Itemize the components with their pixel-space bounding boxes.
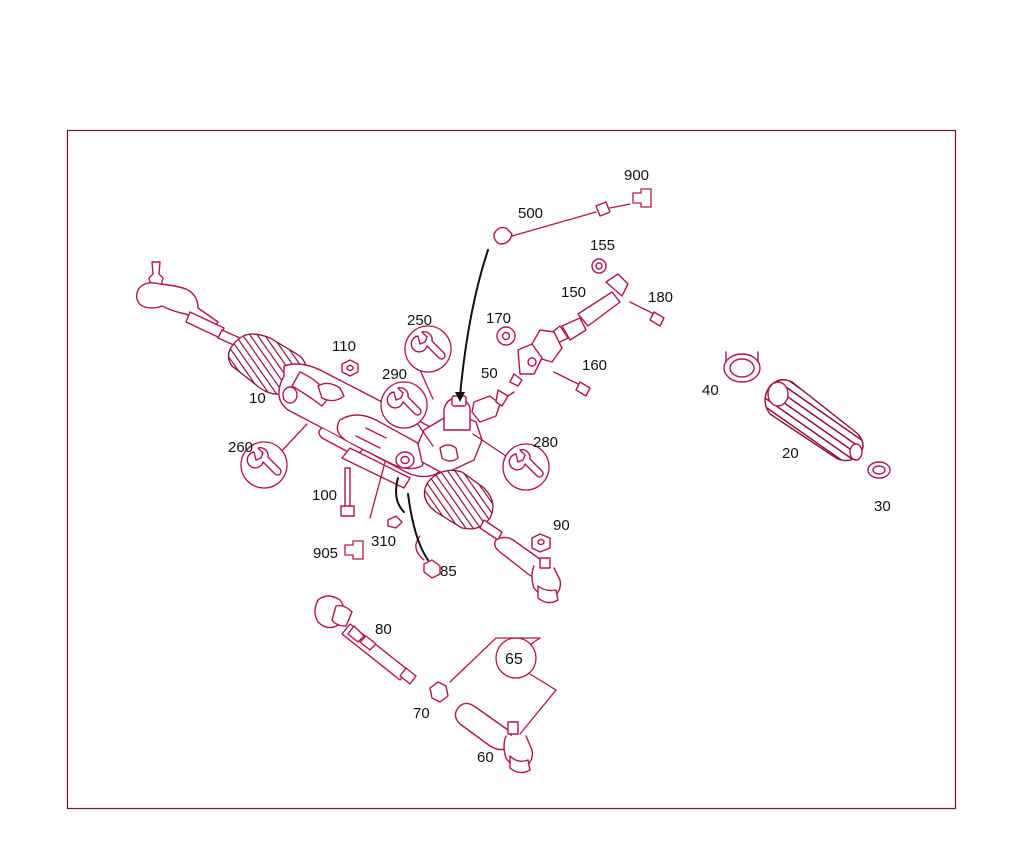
callout-500: 500 (518, 205, 543, 222)
cable-500 (493, 201, 631, 245)
washer-170 (496, 326, 516, 346)
tie-rod-end-60 (454, 702, 534, 774)
marker-symbol-icon (632, 188, 652, 208)
callout-50: 50 (481, 365, 498, 382)
screw-310 (387, 515, 403, 529)
callout-280: 280 (533, 434, 558, 451)
clamp-30 (867, 461, 891, 479)
callout-70: 70 (413, 705, 430, 722)
washer-155 (591, 258, 607, 274)
diagram-frame (66, 129, 957, 810)
tie-rod-end-right (493, 536, 562, 604)
callout-260: 260 (228, 439, 253, 456)
clamp-40 (723, 351, 761, 383)
callout-155: 155 (590, 237, 615, 254)
callout-290: 290 (382, 366, 407, 383)
nut-110 (341, 359, 359, 377)
inner-tie-rod-80 (314, 595, 417, 685)
marker-symbol-icon (344, 540, 364, 560)
callout-160: 160 (582, 357, 607, 374)
bolt-100 (340, 467, 355, 517)
steering-shaft-150 (509, 273, 629, 387)
callout-905: 905 (313, 545, 338, 562)
callout-90: 90 (553, 517, 570, 534)
nut-70 (429, 681, 449, 703)
callout-180: 180 (648, 289, 673, 306)
callout-20: 20 (782, 445, 799, 462)
callout-100: 100 (312, 487, 337, 504)
bolt-180 (629, 301, 665, 327)
callout-170: 170 (486, 310, 511, 327)
nut-90 (531, 533, 551, 553)
callout-10: 10 (249, 390, 266, 407)
callout-150: 150 (561, 284, 586, 301)
callout-65: 65 (505, 651, 523, 668)
wrench-torque-icon (380, 381, 428, 429)
callout-80: 80 (375, 621, 392, 638)
steering-gear-assembly (217, 329, 503, 541)
callout-310: 310 (371, 533, 396, 550)
clip-50 (495, 389, 515, 407)
wrench-torque-icon (404, 325, 452, 373)
callout-900: 900 (624, 167, 649, 184)
bolt-160 (553, 371, 591, 397)
nut-85 (423, 559, 441, 579)
callout-40: 40 (702, 382, 719, 399)
tie-rod-end-left (135, 261, 225, 339)
callout-circle-65 (495, 637, 537, 679)
bellows-boot-20 (764, 379, 864, 462)
callout-85: 85 (440, 563, 457, 580)
callout-110: 110 (332, 338, 356, 355)
callout-30: 30 (874, 498, 891, 515)
callout-60: 60 (477, 749, 494, 766)
callout-250: 250 (407, 312, 432, 329)
bellows-right (423, 469, 494, 530)
